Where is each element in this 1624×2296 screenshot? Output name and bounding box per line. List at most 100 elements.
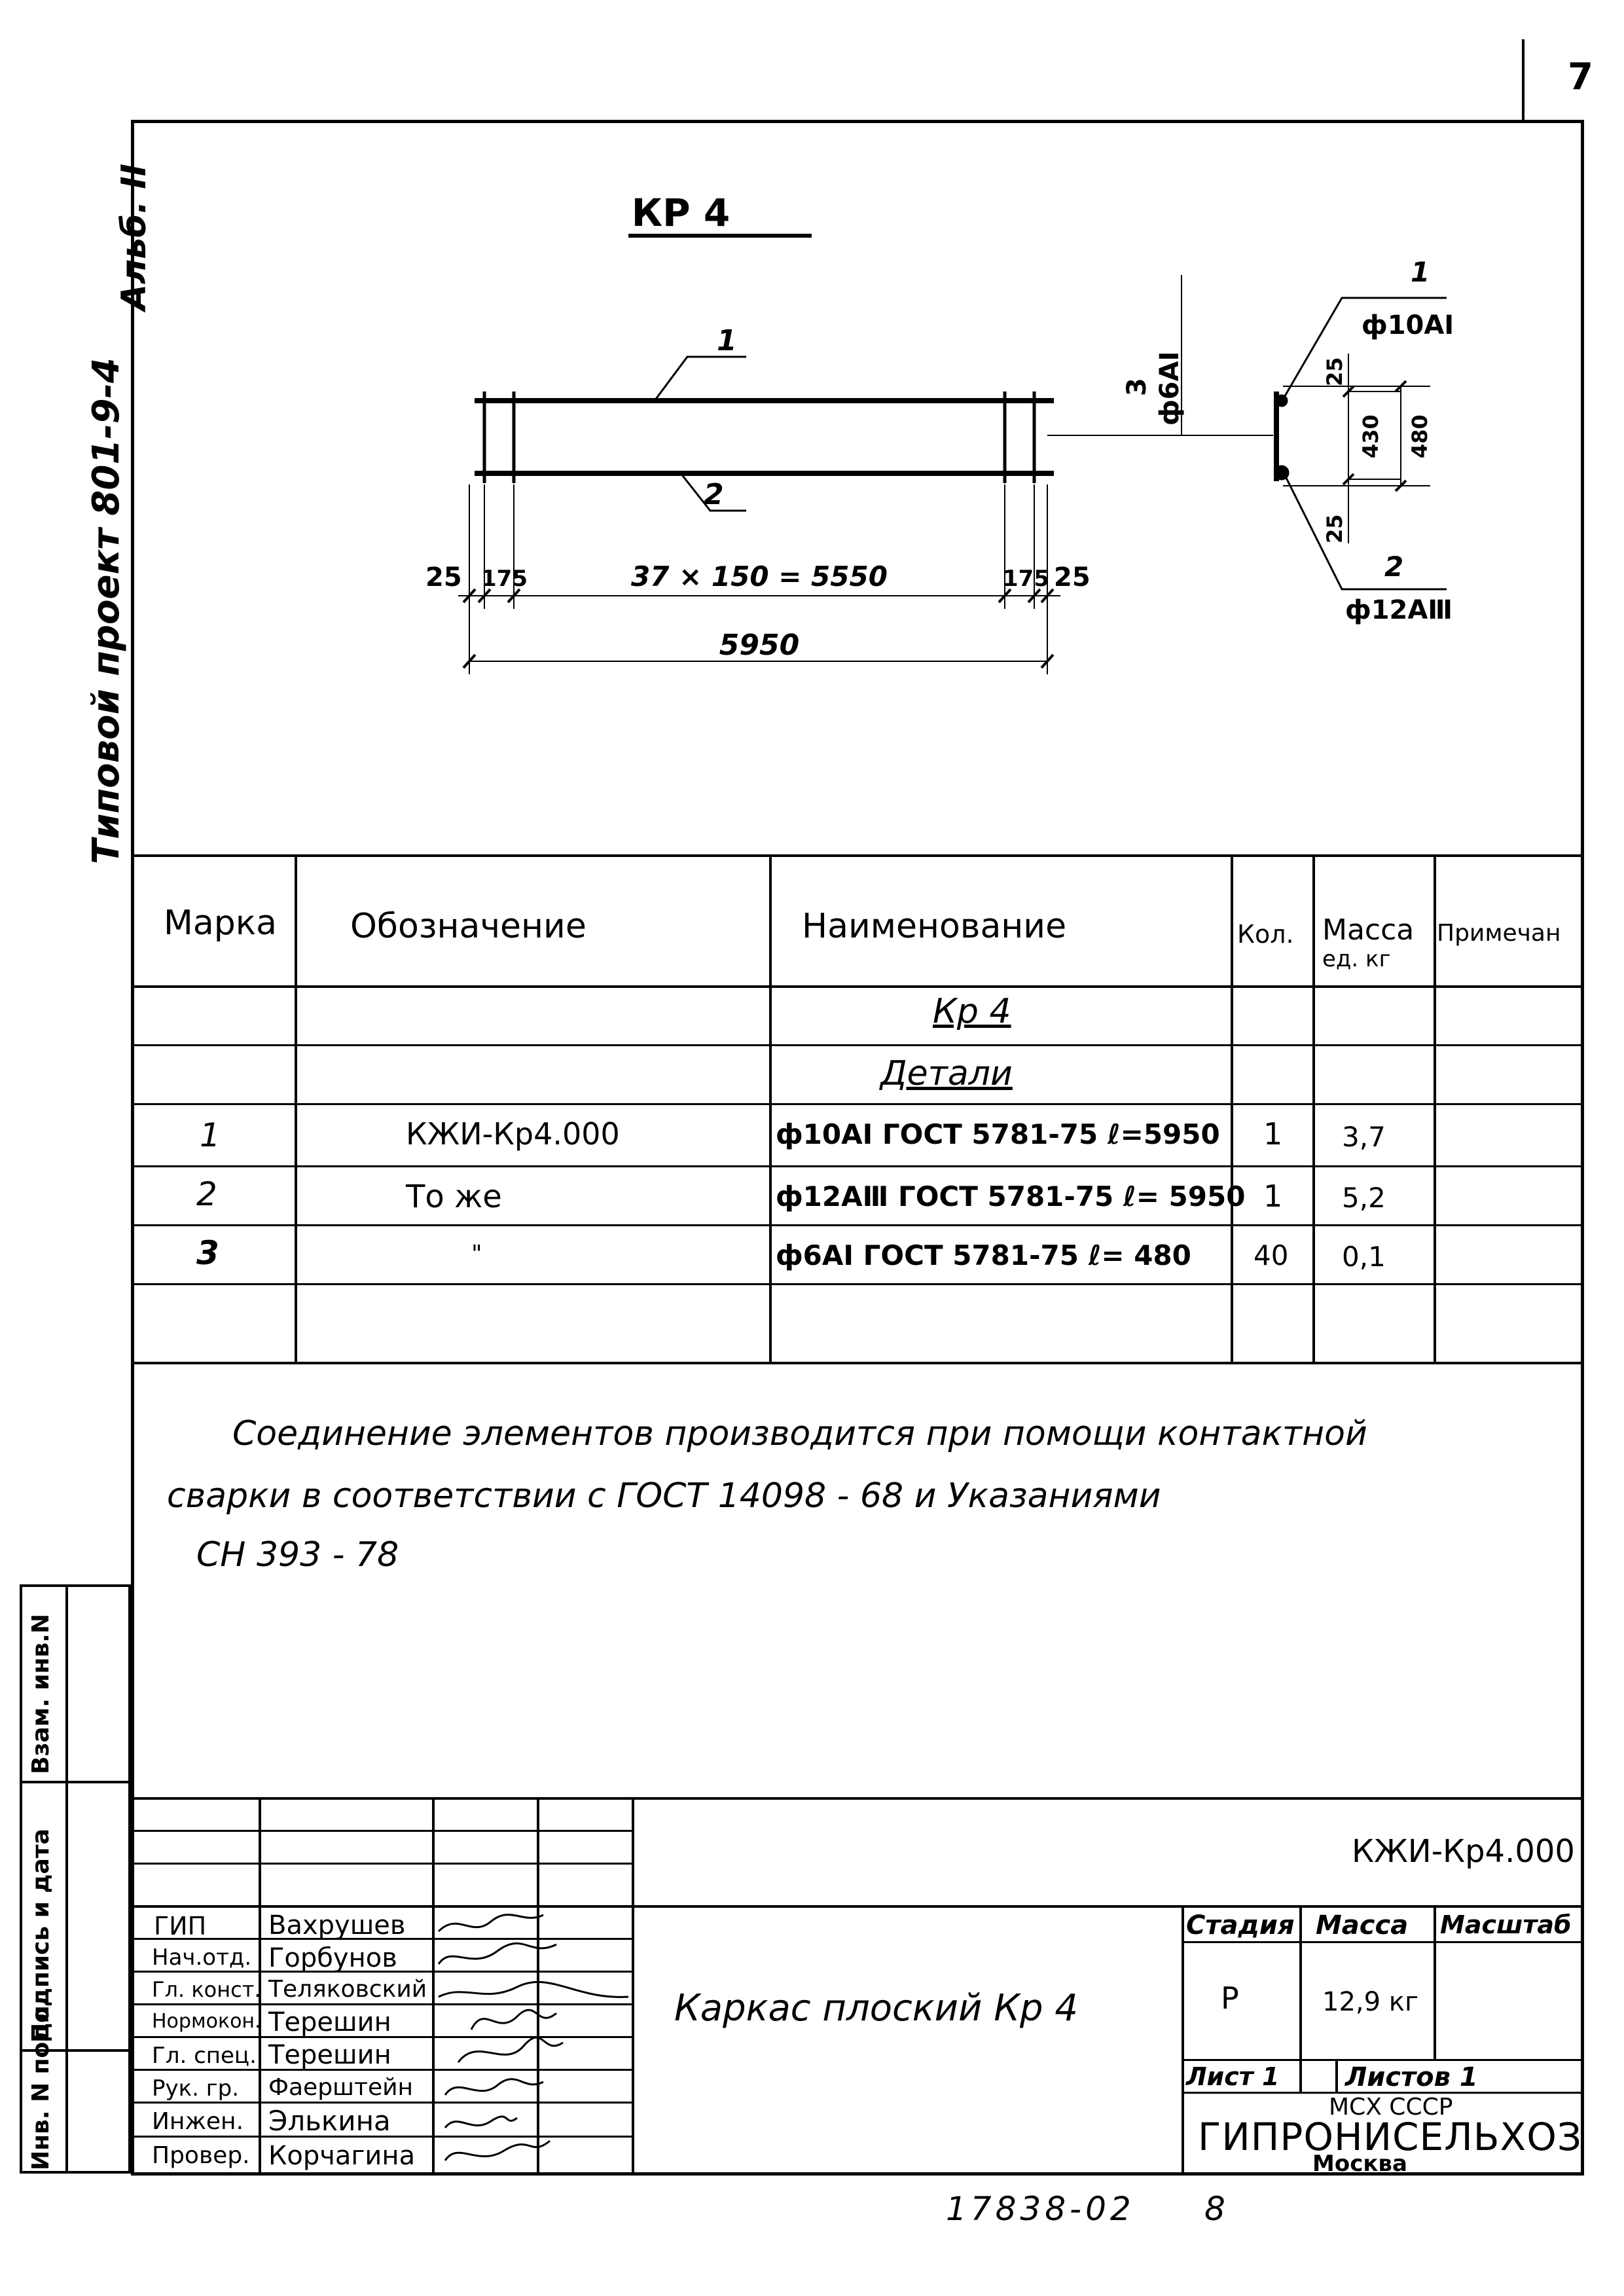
section-480: 480 <box>1407 414 1432 458</box>
staff-name: Теляковский <box>268 1976 427 2003</box>
title-block-col <box>1182 1905 1184 2176</box>
spec-col-line <box>1231 854 1233 1362</box>
left-strip-divider <box>65 1584 68 2174</box>
row1-mark: 1 <box>200 1116 221 1154</box>
title-block-top <box>131 1797 1584 1800</box>
row2-mass: 5,2 <box>1342 1182 1386 1214</box>
group-subtitle: Детали <box>880 1054 1013 1093</box>
staff-role: Инжен. <box>152 2108 244 2135</box>
row1-qty: 1 <box>1263 1116 1283 1152</box>
section-25-top: 25 <box>1322 357 1347 386</box>
left-strip-line <box>20 1781 131 1783</box>
left-strip-line <box>20 2049 131 2052</box>
header-qty: Кол. <box>1237 920 1294 949</box>
spec-table-bottom <box>131 1362 1584 1364</box>
header-mass-unit: ед. кг <box>1322 946 1391 972</box>
spec-row-line <box>131 1103 1584 1105</box>
row3-name: ф6АⅠ ГОСТ 5781-75 ℓ= 480 <box>776 1239 1191 1271</box>
staff-row-line <box>131 1971 632 1973</box>
section-25-bottom: 25 <box>1322 514 1347 543</box>
sheets-label: Листов 1 <box>1345 2062 1478 2092</box>
org-line-2: ГИПРОНИСЕЛЬХОЗ <box>1198 2115 1583 2159</box>
dim-middle: 37 × 150 = 5550 <box>631 560 888 592</box>
dim-total: 5950 <box>719 629 799 662</box>
title-block-line <box>131 1905 1584 1908</box>
staff-role: Гл. конст. <box>152 1977 261 2002</box>
title-block-col <box>259 1797 261 2176</box>
staff-role: Нормокон. <box>152 2010 261 2033</box>
left-strip-cell3: Инв. N подл. <box>27 1996 54 2170</box>
spec-col-line <box>295 854 297 1362</box>
row3-qty: 40 <box>1254 1239 1289 1271</box>
section-pos2-spec: ф12АⅢ <box>1345 595 1453 625</box>
section-pos1: 1 <box>1411 256 1430 288</box>
drawing-area: КР 4 1 2 25 175 37 × 150 = <box>425 191 1454 674</box>
doc-code: КЖИ-Кр4.000 <box>1352 1833 1575 1870</box>
title-block-col <box>1335 2059 1338 2092</box>
org-line-1: МСХ СССР <box>1329 2094 1453 2121</box>
mass-value: 12,9 кг <box>1322 1987 1418 2017</box>
cross-section <box>1274 297 1447 591</box>
page-number-divider <box>1522 39 1525 121</box>
drawing-frame <box>131 120 1584 2176</box>
org-line-3: Москва <box>1312 2151 1407 2177</box>
item-name: Каркас плоский Кр 4 <box>674 1987 1078 2030</box>
spec-row-line <box>131 1224 1584 1226</box>
group-title: Кр 4 <box>933 992 1011 1031</box>
left-strip <box>20 1584 131 2174</box>
cage-elevation <box>458 355 1273 674</box>
row3-designation: " <box>471 1241 482 1267</box>
rod3-mark: 3 <box>1122 378 1152 396</box>
row3-mark: 3 <box>196 1234 219 1272</box>
header-mark: Марка <box>164 903 278 943</box>
staff-name: Фаерштейн <box>268 2074 414 2101</box>
dim-left-25: 25 <box>425 562 462 592</box>
note-line-2: сварки в соответствии с ГОСТ 14098 - 68 … <box>167 1476 1161 1516</box>
staff-role: ГИП <box>154 1912 207 1941</box>
staff-name: Вахрушев <box>268 1910 406 1941</box>
staff-role: Гл. спец. <box>152 2043 257 2069</box>
staff-row-line <box>131 2036 632 2038</box>
row1-designation: КЖИ-Кр4.000 <box>406 1116 620 1152</box>
title-block-line <box>131 1830 632 1832</box>
spec-header-bottom <box>131 985 1584 988</box>
spec-row-line <box>131 1044 1584 1046</box>
staff-role: Рук. гр. <box>152 2075 240 2102</box>
staff-row-line <box>131 1938 632 1940</box>
header-name: Наименование <box>802 907 1067 946</box>
title-block-col <box>537 1797 539 2176</box>
spec-col-line <box>1434 854 1436 1362</box>
row3-mass: 0,1 <box>1342 1241 1386 1273</box>
staff-row-line <box>131 2102 632 2104</box>
row2-name: ф12АⅢ ГОСТ 5781-75 ℓ= 5950 <box>776 1180 1246 1212</box>
row1-name: ф10АⅠ ГОСТ 5781-75 ℓ=5950 <box>776 1118 1220 1150</box>
spec-col-line <box>769 854 772 1362</box>
title-block-col <box>432 1797 435 2176</box>
header-designation: Обозначение <box>350 907 586 946</box>
note-line-1: Соединение элементов производится при по… <box>232 1414 1367 1453</box>
row2-mark: 2 <box>196 1175 217 1213</box>
section-430: 430 <box>1358 414 1383 458</box>
rod3-spec: ф6АⅠ <box>1155 352 1185 426</box>
title-block-line <box>131 1863 632 1865</box>
dim-left-175: 175 <box>481 566 528 592</box>
note-line-3: СН 393 - 78 <box>196 1535 399 1575</box>
title-block-line <box>1182 1941 1584 1943</box>
sheet-seq: 8 <box>1204 2190 1225 2228</box>
leader-top-label: 1 <box>717 324 737 357</box>
staff-name: Элькина <box>268 2105 391 2137</box>
title-block-line <box>1182 2092 1584 2094</box>
staff-name: Горбунов <box>268 1943 397 1973</box>
section-pos2: 2 <box>1384 551 1403 583</box>
header-note: Примечан <box>1437 920 1561 947</box>
title-block-line <box>1182 2059 1584 2061</box>
archive-number: 17838-02 <box>946 2190 1135 2228</box>
leader-bottom-label: 2 <box>704 478 724 511</box>
staff-role: Нач.отд. <box>152 1944 252 1971</box>
page-number: 7 <box>1568 56 1593 98</box>
stage-value: Р <box>1221 1980 1239 2016</box>
header-mass: Масса <box>1322 913 1415 947</box>
spec-table-top <box>131 854 1584 857</box>
spec-row-line <box>131 1283 1584 1285</box>
scale-label: Масштаб <box>1440 1910 1572 1939</box>
